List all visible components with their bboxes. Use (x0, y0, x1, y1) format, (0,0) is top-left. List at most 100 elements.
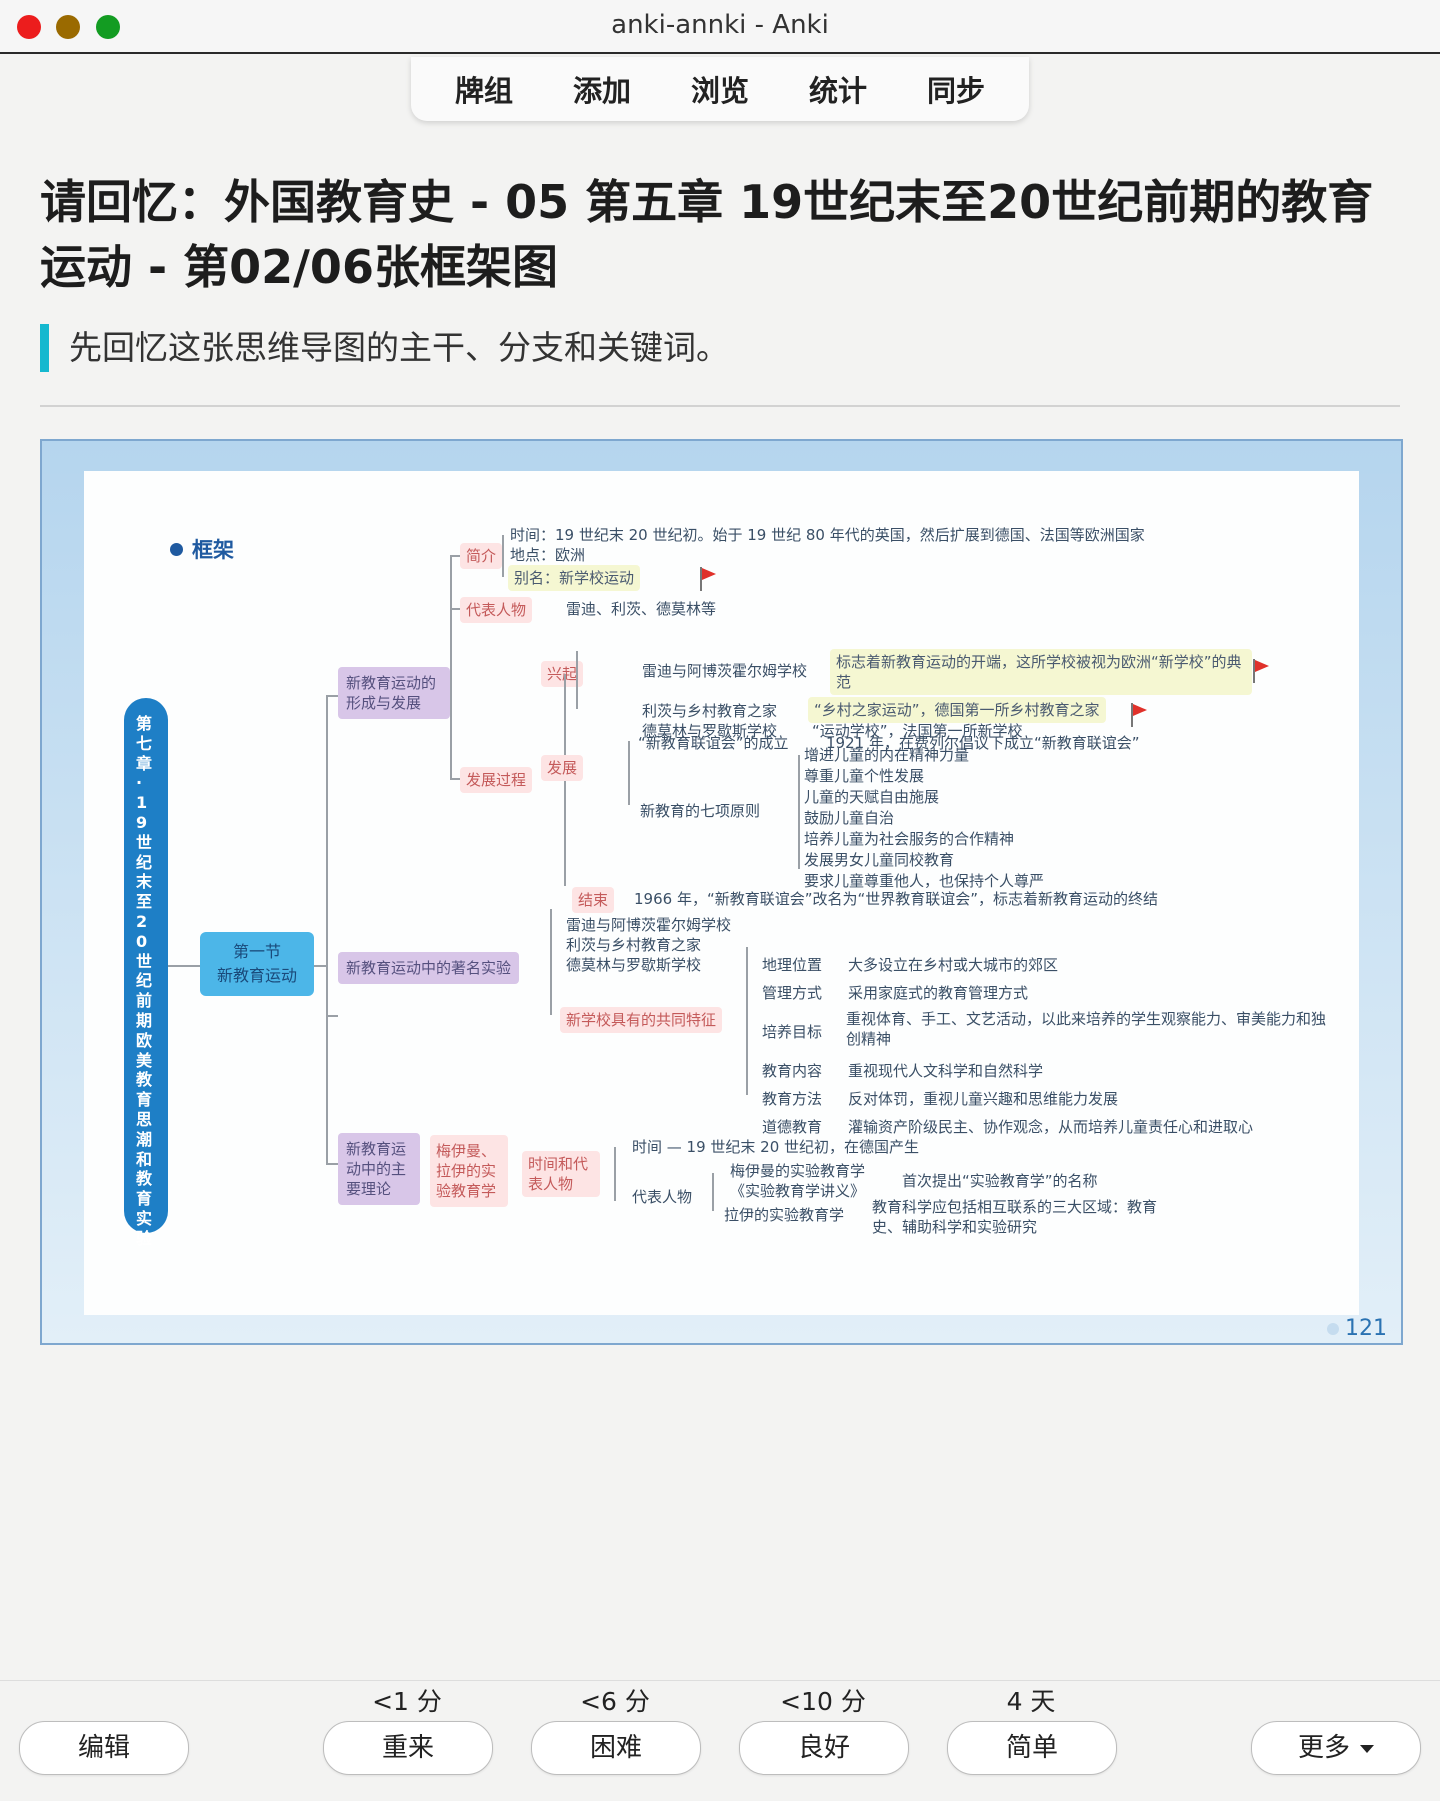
chevron-down-icon (1360, 1744, 1374, 1753)
connector (326, 695, 328, 1165)
section-title: 第一节 新教育运动 (216, 942, 297, 985)
feature-2: 管理方式 (762, 984, 823, 1002)
frame-label: 框架 (192, 538, 234, 562)
principle-6: 发展男女儿童同校教育 (804, 851, 955, 869)
league-note: 1921 年，在费列尔倡议下成立“新教育联谊会” (826, 734, 1140, 752)
feature-2-note: 采用家庭式的教育管理方式 (848, 984, 1029, 1002)
rise-3-note: “运动学校”，法国第一所新学校 (812, 722, 1023, 740)
nav-stats[interactable]: 统计 (809, 74, 868, 108)
window-title: anki-annki - Anki (611, 10, 829, 40)
rise-2-note: “乡村之家运动”，德国第一所乡村教育之家 (808, 697, 1106, 723)
connector (450, 555, 460, 557)
principle-5: 培养儿童为社会服务的合作精神 (804, 830, 1015, 848)
connector (576, 651, 578, 709)
minimize-window-button[interactable] (56, 15, 80, 39)
node-development: 发展 (541, 755, 584, 781)
chapter-title: 第七章 · 19世纪末至20世纪前期欧美教育思潮和教育实验 (136, 714, 153, 1248)
node-end: 结束 (572, 887, 615, 913)
rise-1-note: 标志着新教育运动的开端，这所学校被视为欧洲“新学校”的典范 (830, 649, 1252, 695)
node-process: 发展过程 (460, 767, 533, 793)
experiment-2: 利茨与乡村教育之家 (566, 936, 702, 954)
end-note: 1966 年，“新教育联谊会”改名为“世界教育联谊会”，标志着新教育运动的终结 (634, 890, 1159, 908)
principle-2: 尊重儿童个性发展 (804, 767, 925, 785)
lay-note: 教育科学应包括相互联系的三大区域：教育史、辅助科学和实验研究 (872, 1198, 1158, 1236)
intro-alias: 别名：新学校运动 (508, 565, 641, 591)
zoom-window-button[interactable] (96, 15, 120, 39)
experiment-3: 德莫林与罗歇斯学校 (566, 956, 702, 974)
principle-3: 儿童的天赋自由施展 (804, 788, 940, 806)
answer-bar (0, 1680, 1440, 1801)
meumann-note: 首次提出“实验教育学”的名称 (902, 1172, 1098, 1190)
feature-4-note: 重视现代人文科学和自然科学 (848, 1062, 1044, 1080)
feature-4: 教育内容 (762, 1062, 823, 1080)
mindmap-image: 框架 第七章 · 19世纪末至20世纪前期欧美教育思潮和教育实验 第一节 新教育… (40, 439, 1403, 1345)
connector (628, 741, 630, 805)
chapter-node: 第七章 · 19世纪末至20世纪前期欧美教育思潮和教育实验 (124, 698, 168, 1248)
rise-3: 德莫林与罗歇斯学校 (642, 722, 778, 740)
page-number: 121 (1327, 1316, 1387, 1341)
connector (314, 965, 326, 967)
connector (450, 608, 460, 610)
feature-1: 地理位置 (762, 956, 823, 974)
branch-formation: 新教育运动的形成与发展 (338, 667, 450, 719)
node-common-features: 新学校具有的共同特征 (560, 1007, 723, 1033)
branch-experiments: 新教育运动中的著名实验 (338, 952, 520, 984)
nav-browse[interactable]: 浏览 (690, 74, 749, 108)
feature-6: 道德教育 (762, 1118, 823, 1136)
connector (502, 535, 504, 577)
good-button[interactable]: 良好 (739, 1721, 909, 1775)
nav-sync[interactable]: 同步 (927, 74, 986, 108)
frame-bullet-icon (170, 543, 183, 556)
top-navigation: 牌组 添加 浏览 统计 同步 (411, 57, 1029, 121)
principle-1: 增进儿童的内在精神力量 (804, 746, 970, 764)
more-label: 更多 (1297, 1733, 1350, 1763)
connector (326, 1015, 338, 1017)
connector (746, 947, 748, 1095)
close-window-button[interactable] (17, 15, 41, 39)
connector (614, 1147, 616, 1201)
card-heading: 请回忆：外国教育史 - 05 第五章 19世纪末至20世纪前期的教育运动 - 第… (40, 175, 1374, 294)
feature-6-note: 灌输资产阶级民主、协作观念，从而培养儿童责任心和进取心 (848, 1118, 1254, 1136)
hard-button[interactable]: 困难 (531, 1721, 701, 1775)
tp-time: 时间 — 19 世纪末 20 世纪初，在德国产生 (632, 1138, 920, 1156)
intro-place: 地点：欧洲 (510, 546, 586, 564)
connector (168, 965, 200, 967)
section-node: 第一节 新教育运动 (200, 932, 314, 996)
feature-5-note: 反对体罚，重视儿童兴趣和思维能力发展 (848, 1090, 1119, 1108)
branch-theories: 新教育运动中的主要理论 (338, 1133, 420, 1205)
principle-4: 鼓励儿童自治 (804, 809, 895, 827)
intro-time: 时间：19 世纪末 20 世纪初。始于 19 世纪 80 年代的英国，然后扩展到… (510, 526, 1145, 544)
node-time-and-people: 时间和代表人物 (522, 1151, 600, 1197)
good-interval: <10 分 (780, 1687, 866, 1716)
connector (712, 1173, 714, 1211)
hard-interval: <6 分 (580, 1687, 650, 1716)
edit-button[interactable]: 编辑 (19, 1721, 189, 1775)
representatives-names: 雷迪、利茨、德莫林等 (566, 600, 717, 618)
nav-add[interactable]: 添加 (572, 74, 631, 108)
node-representatives: 代表人物 (460, 597, 533, 623)
connector (326, 1163, 338, 1165)
connector (550, 909, 552, 1015)
flag-icon (1130, 703, 1148, 727)
feature-1-note: 大多设立在乡村或大城市的郊区 (848, 956, 1059, 974)
connector (450, 555, 452, 779)
easy-button[interactable]: 简单 (947, 1721, 1117, 1775)
meumann: 梅伊曼的实验教育学《实验教育学讲义》 (730, 1162, 866, 1200)
seven-principles: 新教育的七项原则 (640, 802, 761, 820)
more-button[interactable]: 更多 (1251, 1721, 1421, 1775)
flag-icon (1252, 659, 1270, 683)
feature-3-note: 重视体育、手工、文艺活动，以此来培养的学生观察能力、审美能力和独创精神 (846, 1010, 1327, 1048)
nav-decks[interactable]: 牌组 (454, 74, 513, 108)
mindmap-canvas: 框架 第七章 · 19世纪末至20世纪前期欧美教育思潮和教育实验 第一节 新教育… (84, 471, 1359, 1315)
again-button[interactable]: 重来 (323, 1721, 493, 1775)
window-titlebar: anki-annki - Anki (0, 0, 1440, 54)
card-prompt: 先回忆这张思维导图的主干、分支和关键词。 (40, 324, 729, 372)
divider (40, 405, 1400, 407)
principle-7: 要求儿童尊重他人，也保持个人尊严 (804, 872, 1045, 890)
again-interval: <1 分 (372, 1687, 442, 1716)
lay: 拉伊的实验教育学 (724, 1206, 845, 1224)
connector (798, 755, 800, 869)
league-founded: “新教育联谊会”的成立 (638, 734, 789, 752)
experiment-1: 雷迪与阿博茨霍尔姆学校 (566, 916, 732, 934)
rise-2: 利茨与乡村教育之家 (642, 702, 778, 720)
